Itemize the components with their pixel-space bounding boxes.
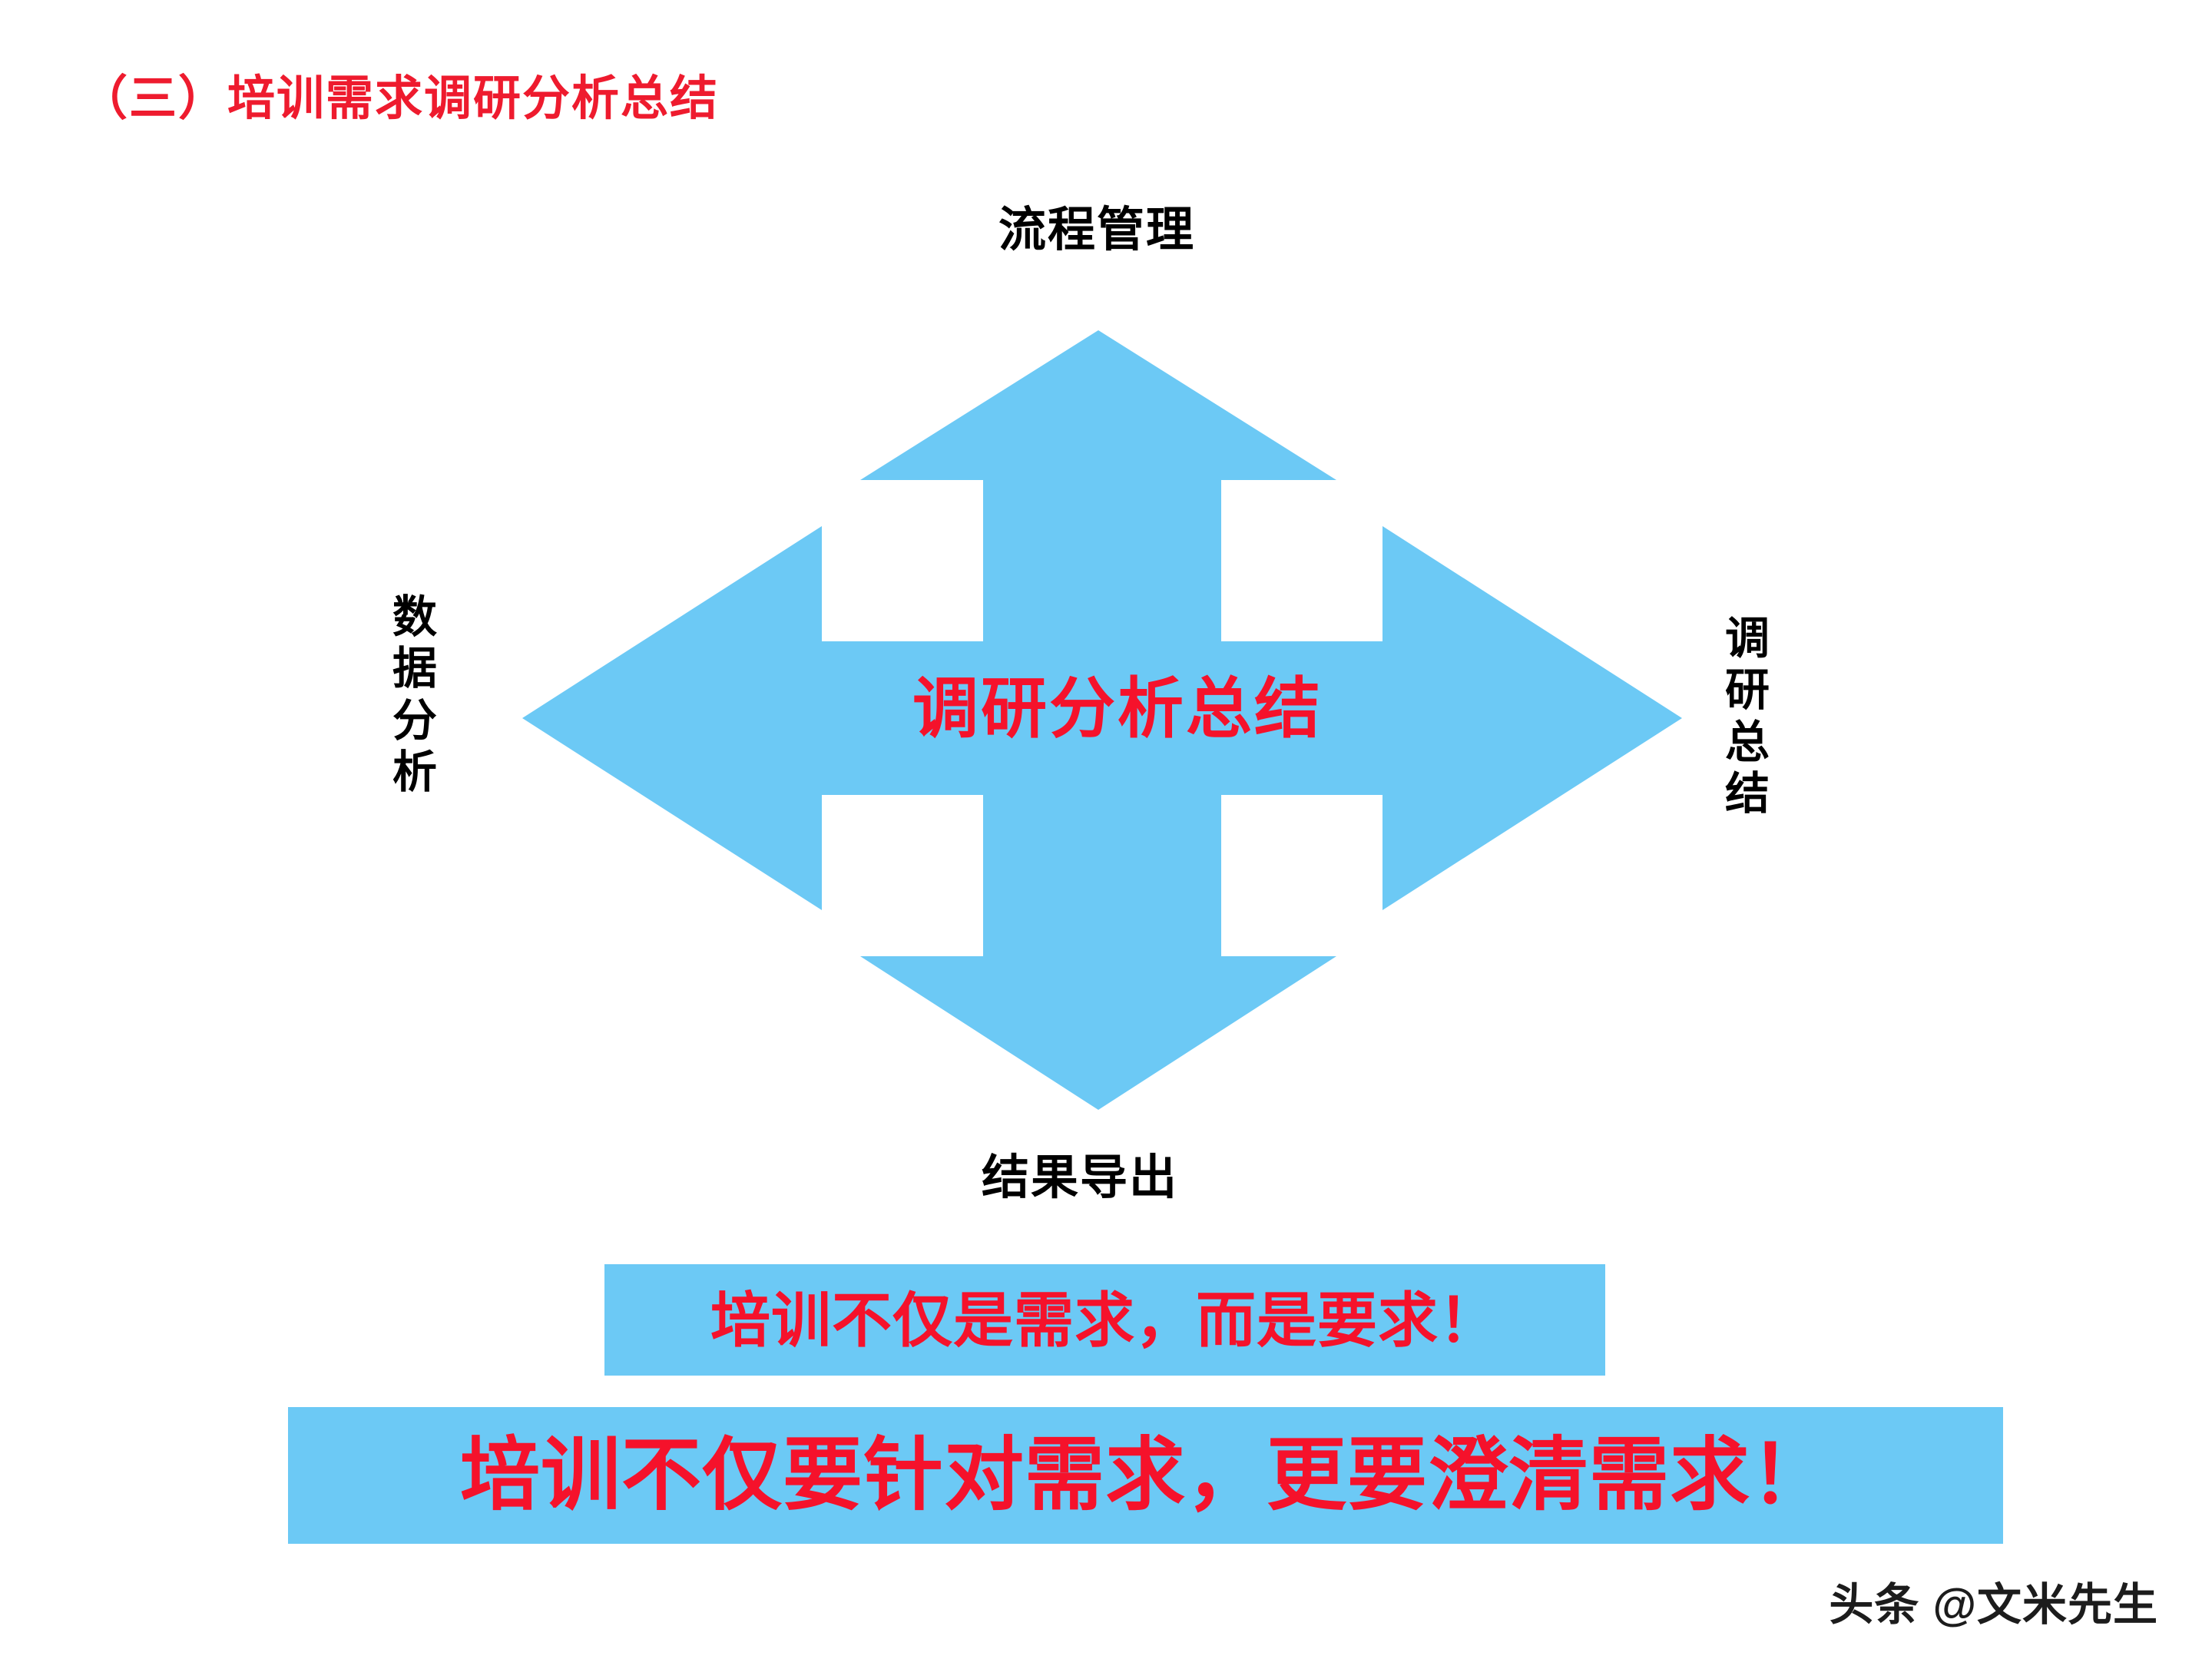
arrow-label-left: 数据分析 (392, 592, 437, 797)
callout-banner-secondary-text: 培训不仅要针对需求，更要澄清需求！ (459, 1431, 1831, 1520)
diagram-center-label: 调研分析总结 (912, 672, 1323, 746)
four-way-arrow-shape (522, 330, 1682, 1110)
page-title: （三）培训需求调研分析总结 (80, 72, 720, 125)
callout-banner-secondary: 培训不仅要针对需求，更要澄清需求！ (288, 1407, 2003, 1544)
watermark: 头条 @文米先生 (1829, 1580, 2158, 1630)
arrow-label-bottom: 结果导出 (982, 1151, 1179, 1204)
callout-banner-primary-text: 培训不仅是需求，而是要求！ (710, 1286, 1499, 1354)
four-way-arrow-diagram (492, 315, 1720, 1129)
callout-banner-primary: 培训不仅是需求，而是要求！ (604, 1264, 1605, 1376)
arrow-label-right: 调研总结 (1724, 614, 1770, 819)
arrow-label-top: 流程管理 (998, 204, 1196, 257)
arrow-polygon (522, 330, 1682, 1110)
